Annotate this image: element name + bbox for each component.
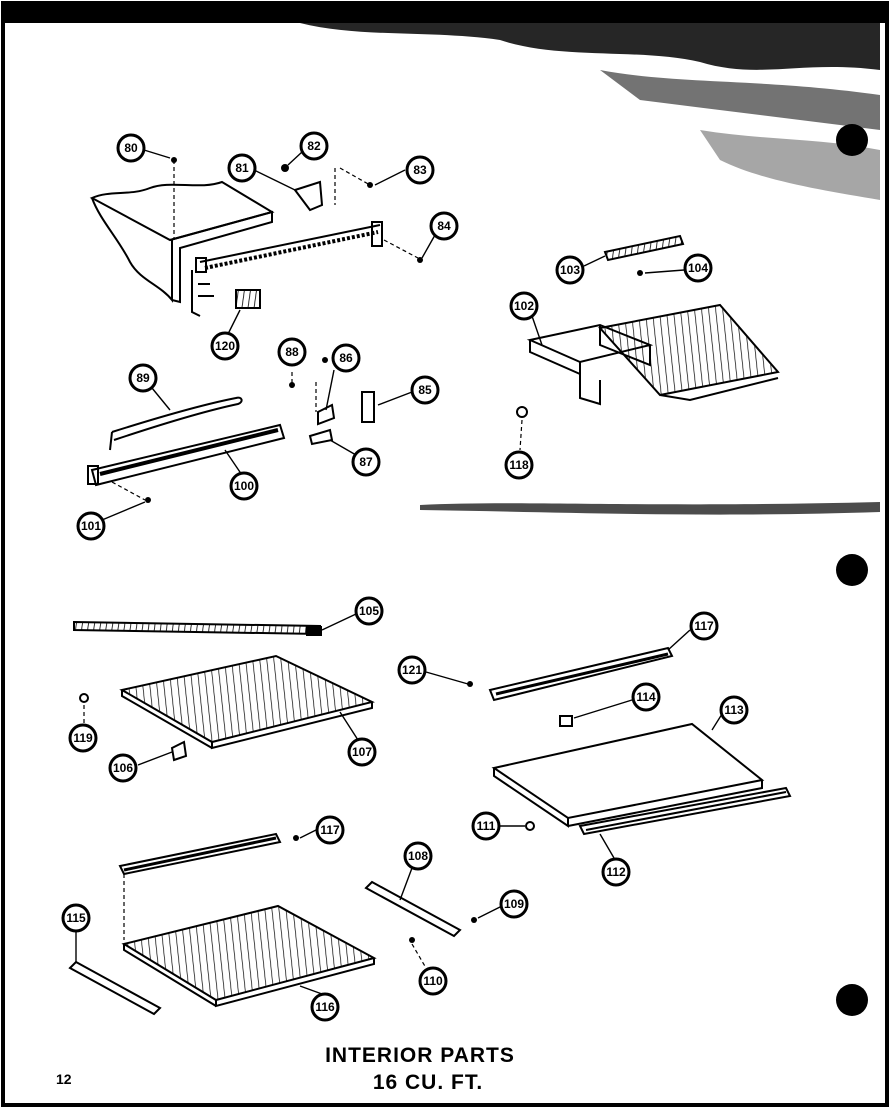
- svg-text:83: 83: [413, 163, 427, 177]
- svg-text:86: 86: [339, 351, 353, 365]
- svg-text:89: 89: [136, 371, 150, 385]
- callout-105[interactable]: 105: [354, 596, 384, 626]
- diagram-title: INTERIOR PARTS: [325, 1044, 515, 1067]
- svg-text:102: 102: [514, 299, 534, 313]
- callout-121[interactable]: 121: [397, 655, 427, 685]
- shelf-support-assembly: [87, 357, 375, 503]
- svg-text:110: 110: [423, 974, 443, 988]
- callout-83[interactable]: 83: [405, 155, 435, 185]
- scan-noise-mid: [420, 502, 880, 515]
- binder-hole-bottom: [836, 984, 868, 1016]
- scan-noise-top: [5, 5, 885, 200]
- callout-115[interactable]: 115: [61, 903, 91, 933]
- callout-86[interactable]: 86: [331, 343, 361, 373]
- callout-82[interactable]: 82: [299, 131, 329, 161]
- svg-text:103: 103: [560, 263, 580, 277]
- svg-text:81: 81: [235, 161, 249, 175]
- callout-106[interactable]: 106: [108, 753, 138, 783]
- leader-lines-mid-lower-right: [425, 629, 723, 859]
- page-number: 12: [56, 1071, 72, 1087]
- callout-111[interactable]: 111: [471, 811, 501, 841]
- svg-text:82: 82: [307, 139, 321, 153]
- svg-text:117: 117: [320, 823, 340, 837]
- callout-89[interactable]: 89: [128, 363, 158, 393]
- callout-100[interactable]: 100: [229, 471, 259, 501]
- callout-117-upper[interactable]: 117: [689, 611, 719, 641]
- leader-lines-bottom: [75, 829, 503, 995]
- callout-101[interactable]: 101: [76, 511, 106, 541]
- svg-text:80: 80: [124, 141, 138, 155]
- svg-text:113: 113: [724, 703, 744, 717]
- callout-81[interactable]: 81: [227, 153, 257, 183]
- diagram-subtitle: 16 CU. FT.: [373, 1071, 483, 1094]
- binder-hole-middle: [836, 554, 868, 586]
- svg-text:108: 108: [408, 849, 428, 863]
- callout-104[interactable]: 104: [683, 253, 713, 283]
- callout-118[interactable]: 118: [504, 450, 534, 480]
- callout-117-lower[interactable]: 117: [315, 815, 345, 845]
- callout-102[interactable]: 102: [509, 291, 539, 321]
- callout-87[interactable]: 87: [351, 447, 381, 477]
- callout-114[interactable]: 114: [631, 682, 661, 712]
- leader-lines-top-right: [519, 255, 685, 451]
- callout-112[interactable]: 112: [601, 857, 631, 887]
- svg-text:85: 85: [418, 383, 432, 397]
- crisper-cover-assembly: [467, 646, 792, 836]
- svg-text:121: 121: [402, 663, 422, 677]
- callout-80[interactable]: 80: [116, 133, 146, 163]
- svg-text:120: 120: [215, 339, 235, 353]
- callout-119[interactable]: 119: [68, 723, 98, 753]
- part-callouts: 80 81 82 83 84 120 89 88 86 85 87 100 10…: [61, 131, 749, 1022]
- crisper-shelf-assembly-lower: [68, 832, 477, 1016]
- binder-hole-top: [836, 124, 868, 156]
- callout-113[interactable]: 113: [719, 695, 749, 725]
- svg-text:116: 116: [315, 1000, 335, 1014]
- svg-text:101: 101: [81, 519, 101, 533]
- svg-text:87: 87: [359, 455, 373, 469]
- callout-116[interactable]: 116: [310, 992, 340, 1022]
- callout-109[interactable]: 109: [499, 889, 529, 919]
- callout-84[interactable]: 84: [429, 211, 459, 241]
- svg-text:104: 104: [688, 261, 708, 275]
- callout-108[interactable]: 108: [403, 841, 433, 871]
- leader-lines-mid-lower-left: [83, 613, 359, 766]
- svg-text:111: 111: [477, 819, 496, 833]
- callout-107[interactable]: 107: [347, 737, 377, 767]
- svg-text:107: 107: [352, 745, 372, 759]
- svg-text:115: 115: [66, 911, 86, 925]
- wire-shelf-assembly-upper: [516, 234, 780, 418]
- svg-text:100: 100: [234, 479, 254, 493]
- svg-text:112: 112: [606, 865, 626, 879]
- svg-text:117: 117: [694, 619, 714, 633]
- callout-110[interactable]: 110: [418, 966, 448, 996]
- svg-text:105: 105: [359, 604, 379, 618]
- callout-103[interactable]: 103: [555, 255, 585, 285]
- glass-shelf-assembly-left: [73, 620, 375, 762]
- svg-text:118: 118: [509, 458, 529, 472]
- svg-text:119: 119: [73, 731, 93, 745]
- svg-text:106: 106: [113, 761, 133, 775]
- svg-text:88: 88: [285, 345, 299, 359]
- svg-text:114: 114: [636, 690, 656, 704]
- svg-text:84: 84: [437, 219, 451, 233]
- callout-120[interactable]: 120: [210, 331, 240, 361]
- svg-text:109: 109: [504, 897, 524, 911]
- callout-85[interactable]: 85: [410, 375, 440, 405]
- cabinet-corner-assembly: [89, 157, 423, 317]
- callout-88[interactable]: 88: [277, 337, 307, 367]
